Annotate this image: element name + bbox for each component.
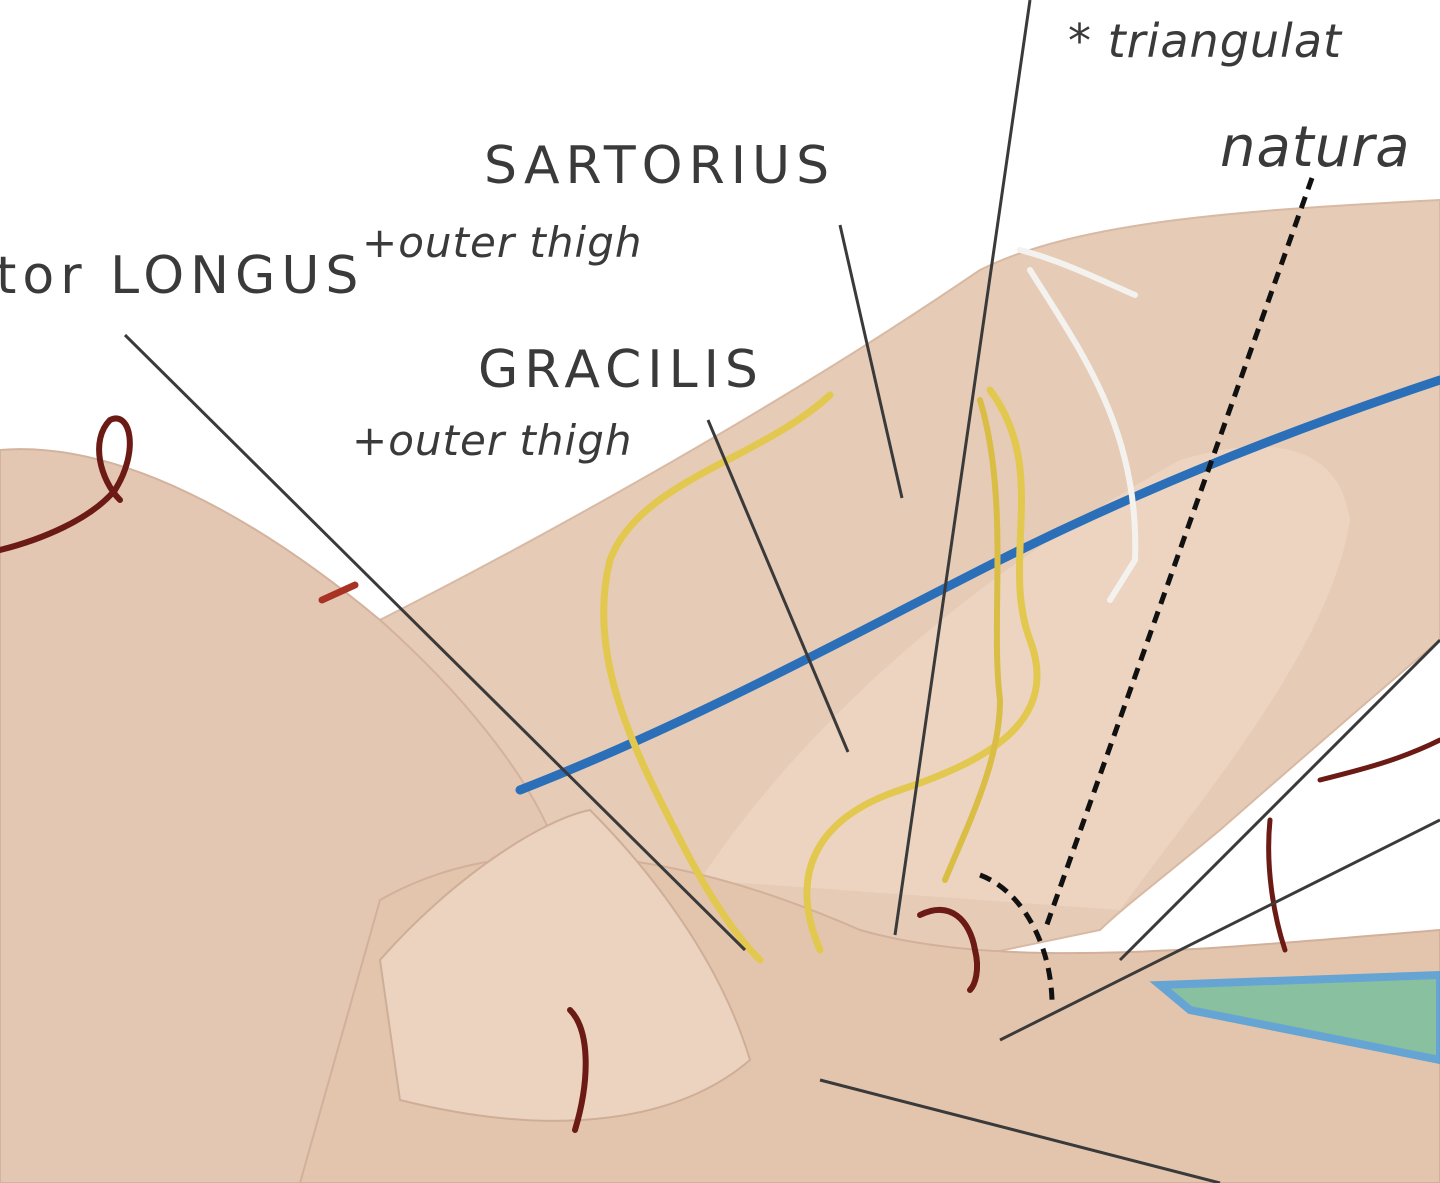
thread-small bbox=[318, 581, 359, 604]
leader-curve-dashed bbox=[979, 872, 1055, 1001]
leader-line-right-2 bbox=[999, 818, 1440, 1042]
label-triangulate: * triangulat bbox=[1068, 14, 1343, 68]
leader-line-top bbox=[893, 0, 1032, 936]
thread-bottom bbox=[567, 1007, 589, 1133]
thread-center bbox=[917, 907, 981, 993]
white-wire bbox=[1017, 247, 1139, 603]
label-gracilis-note: +outer thigh bbox=[352, 416, 633, 465]
yellow-wire-left bbox=[600, 391, 834, 964]
thread-left bbox=[0, 415, 133, 553]
leader-line-gracilis bbox=[706, 419, 850, 753]
yellow-wire-center bbox=[942, 397, 1004, 883]
label-sartorius-note: +outer thigh bbox=[362, 218, 643, 267]
label-natural: natura bbox=[1220, 115, 1411, 180]
label-gracilis: GRACILIS bbox=[478, 340, 764, 400]
leader-line-dashed bbox=[1042, 177, 1315, 931]
leader-line-longus bbox=[123, 333, 747, 952]
thread-right bbox=[1266, 737, 1440, 953]
leader-line-bottom bbox=[819, 1078, 1221, 1183]
highlight-region bbox=[1149, 970, 1440, 1065]
yellow-wire-right bbox=[803, 386, 1041, 954]
thigh-inner-fold bbox=[700, 446, 1350, 910]
label-sartorius: SARTORIUS bbox=[484, 136, 836, 196]
label-adductor-longus: tor LONGUS bbox=[0, 246, 365, 306]
leader-line-sartorius bbox=[838, 224, 904, 499]
leader-line-right-1 bbox=[1118, 638, 1440, 962]
